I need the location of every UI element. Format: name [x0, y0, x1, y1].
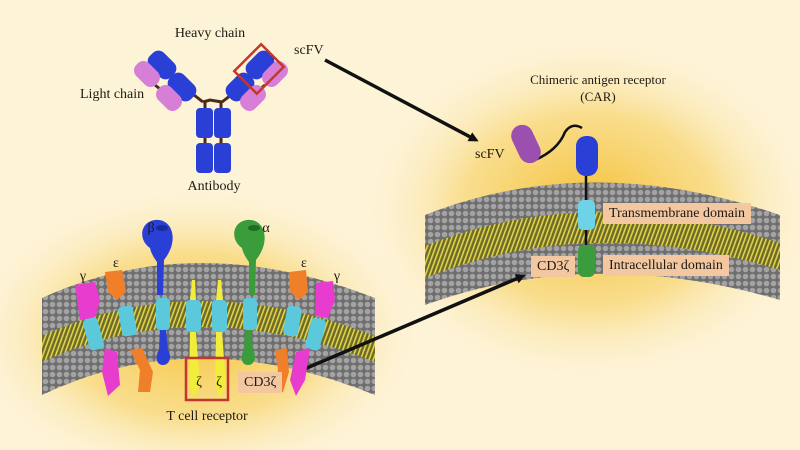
subunit-label-epsilon-right: ε: [301, 256, 307, 271]
zeta-label-left: ζ: [196, 375, 202, 390]
transmembrane-domain-label: Transmembrane domain: [603, 203, 751, 225]
car-hinge-domain: [576, 136, 598, 176]
tcr-epsilon-left: [105, 270, 153, 392]
intracellular-domain-label: Intracellular domain: [603, 255, 729, 277]
car-transmembrane-domain: [578, 200, 595, 230]
scfv-highlight-box: [232, 42, 286, 96]
heavy-chain-domain: [167, 72, 197, 102]
antibody-title: Antibody: [187, 179, 241, 194]
tcr-gamma-left: [75, 282, 120, 396]
heavy-chain-label: Heavy chain: [174, 26, 246, 41]
tcr-cd3z-label: CD3ζ: [238, 372, 283, 394]
subunit-label-alpha: α: [262, 221, 270, 236]
zeta-label-right: ζ: [216, 375, 222, 390]
arrow-cd3z: [294, 274, 526, 375]
tcr-zeta-pair: [184, 280, 230, 402]
car-title-line2: (CAR): [580, 89, 616, 104]
car-scfv-domain: [511, 124, 541, 164]
light-chain-label: Light chain: [80, 87, 145, 102]
car-receptor: [511, 124, 598, 277]
antibody: [134, 42, 288, 173]
zeta-highlight-box: [184, 356, 230, 402]
heavy-chain-domain: [225, 72, 255, 102]
fc-domain: [214, 108, 231, 138]
subunit-label-gamma-right: γ: [333, 269, 341, 284]
scfv-label-antibody: scFV: [294, 43, 324, 58]
fc-domain: [214, 143, 231, 173]
car-title-line1: Chimeric antigen receptor: [530, 72, 666, 87]
subunit-label-gamma-left: γ: [79, 269, 87, 284]
heavy-chain-domain: [147, 50, 177, 80]
scfv-label-car: scFV: [475, 147, 505, 162]
subunit-label-epsilon-left: ε: [113, 256, 119, 271]
light-chain-domain: [134, 61, 160, 87]
fc-domain: [196, 108, 213, 138]
tcr-gamma-right: [290, 281, 335, 396]
arrow-scfv: [324, 58, 479, 142]
tcr-complex: [75, 219, 335, 402]
subunit-label-beta: β: [147, 221, 155, 236]
car-cd3z-label: CD3ζ: [531, 256, 576, 278]
tcr-title: T cell receptor: [166, 409, 248, 424]
tcr-beta: [142, 219, 173, 365]
tcr-alpha: [234, 219, 265, 365]
fc-domain: [196, 143, 213, 173]
heavy-chain-domain: [245, 50, 275, 80]
light-chain-domain: [156, 85, 182, 111]
car-intracellular-domain: [578, 245, 595, 277]
